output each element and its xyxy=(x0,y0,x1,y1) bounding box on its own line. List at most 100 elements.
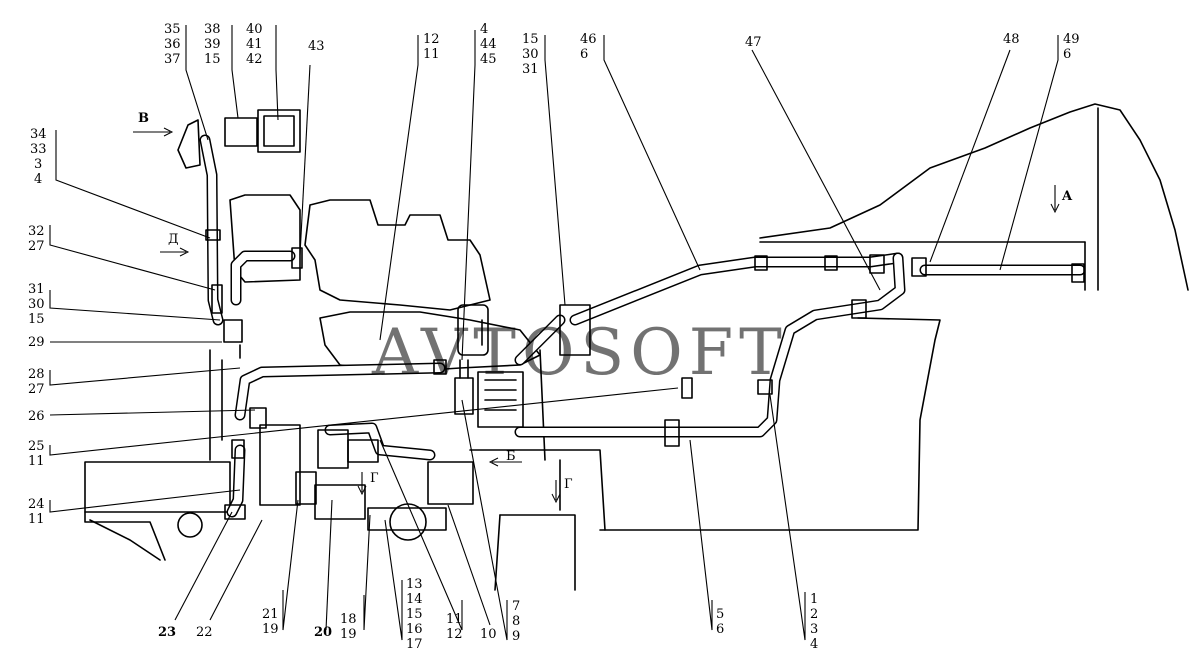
callout-number: 11 xyxy=(446,612,463,627)
callout-number: 10 xyxy=(480,627,497,642)
view-marker-g2: Г xyxy=(564,477,573,492)
callout-number: 4 xyxy=(810,637,818,652)
callout-number: 31 xyxy=(522,62,539,77)
callout-number: 25 xyxy=(28,439,45,454)
callout-number: 5 xyxy=(716,607,724,622)
callout-number: 49 xyxy=(1063,32,1080,47)
view-marker-d: Д xyxy=(168,232,179,247)
view-marker-b: B xyxy=(138,111,149,126)
callout-number: 3 xyxy=(34,157,42,172)
callout-number: 15 xyxy=(204,52,221,67)
callout-number: 24 xyxy=(28,497,45,512)
callout-number: 39 xyxy=(204,37,221,52)
callout-number: 36 xyxy=(164,37,181,52)
callout-number: 28 xyxy=(28,367,45,382)
callout-number: 7 xyxy=(512,599,520,614)
callout-number: 44 xyxy=(480,37,497,52)
callout-number: 47 xyxy=(745,35,762,50)
callout-number: 17 xyxy=(406,637,423,652)
callout-number: 16 xyxy=(406,622,423,637)
callout-number: 15 xyxy=(28,312,45,327)
callout-number: 11 xyxy=(423,47,440,62)
callout-number: 45 xyxy=(480,52,497,67)
callout-number: 48 xyxy=(1003,32,1020,47)
callout-number: 34 xyxy=(30,127,47,142)
callout-number: 11 xyxy=(28,454,45,469)
callout-number: 22 xyxy=(196,625,213,640)
callout-23: 23 xyxy=(158,625,176,640)
view-markers: B A Д Г Г Б xyxy=(133,111,1073,504)
view-marker-g1: Г xyxy=(370,471,379,486)
callout-number: 29 xyxy=(28,335,45,350)
callout-number: 12 xyxy=(423,32,440,47)
callout-49-6: 496 xyxy=(1063,32,1080,62)
callout-47: 47 xyxy=(745,35,762,50)
callout-number: 43 xyxy=(308,39,325,54)
callout-number: 33 xyxy=(30,142,47,157)
view-marker-bs: Б xyxy=(506,449,516,464)
callout-number: 4 xyxy=(480,22,488,37)
callout-7-8-9: 789 xyxy=(512,599,520,644)
callout-number: 32 xyxy=(28,224,45,239)
callout-number: 15 xyxy=(406,607,423,622)
callout-number: 30 xyxy=(522,47,539,62)
callout-number: 15 xyxy=(522,32,539,47)
callout-number: 9 xyxy=(512,629,520,644)
callout-number: 8 xyxy=(512,614,520,629)
callout-number: 18 xyxy=(340,612,357,627)
callout-number: 19 xyxy=(262,622,279,637)
callout-number: 37 xyxy=(164,52,181,67)
callout-number: 4 xyxy=(34,172,42,187)
callout-26: 26 xyxy=(28,409,45,424)
leader-lines xyxy=(49,25,1059,641)
callout-22: 22 xyxy=(196,625,213,640)
callout-number: 19 xyxy=(340,627,357,642)
callout-number: 21 xyxy=(262,607,279,622)
callout-number: 2 xyxy=(810,607,818,622)
callout-number: 6 xyxy=(580,47,588,62)
callout-10: 10 xyxy=(480,627,497,642)
components xyxy=(177,109,1085,541)
callout-number: 35 xyxy=(164,22,181,37)
callout-number: 26 xyxy=(28,409,45,424)
view-marker-a: A xyxy=(1061,189,1073,204)
callout-20: 20 xyxy=(314,625,332,640)
callout-number: 13 xyxy=(406,577,423,592)
callout-46-6: 466 xyxy=(580,32,597,62)
callout-number: 31 xyxy=(28,282,45,297)
callout-number: 11 xyxy=(28,512,45,527)
watermark: AVTOSOFT xyxy=(371,316,788,390)
callout-number: 6 xyxy=(1063,47,1071,62)
callout-number: 42 xyxy=(246,52,263,67)
callout-number: 40 xyxy=(246,22,263,37)
callout-48: 48 xyxy=(1003,32,1020,47)
callout-number: 23 xyxy=(158,625,176,640)
callout-number: 20 xyxy=(314,625,332,640)
callout-number: 14 xyxy=(406,592,423,607)
callout-5-6: 56 xyxy=(716,607,724,637)
callout-number: 38 xyxy=(204,22,221,37)
callout-number: 27 xyxy=(28,239,45,254)
callout-number: 12 xyxy=(446,627,463,642)
callout-number: 46 xyxy=(580,32,597,47)
callout-number: 27 xyxy=(28,382,45,397)
callout-number: 41 xyxy=(246,37,263,52)
